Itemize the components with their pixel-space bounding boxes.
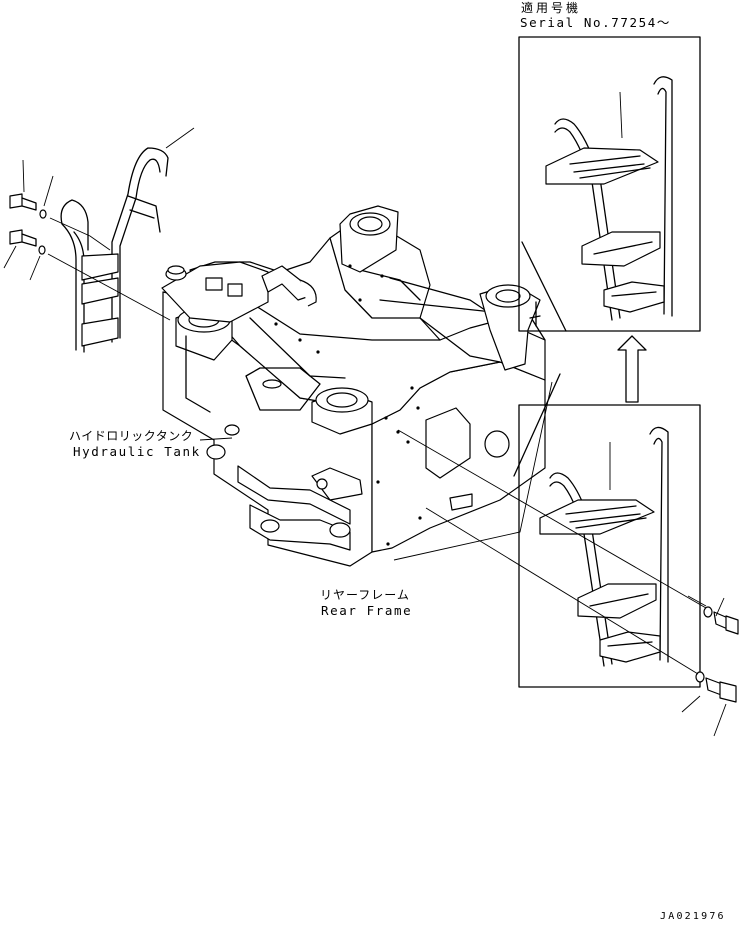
variant-box-bottom <box>518 404 701 688</box>
rear-frame-leader <box>393 381 553 561</box>
frame-bolt-holes <box>274 264 422 546</box>
hydraulic-tank-label-jp: ハイドロリックタンク <box>69 429 194 443</box>
drawing-code: JA021976 <box>660 911 726 922</box>
hydraulic-tank-leader <box>199 437 233 441</box>
variant-arrow <box>617 335 647 403</box>
box-top-diagonal <box>521 241 567 332</box>
rear-frame-label-en: Rear Frame <box>321 603 413 618</box>
rear-frame-drawing <box>161 205 546 567</box>
leader-bolt-upper <box>397 429 707 609</box>
rear-frame-label-jp: リヤーフレーム <box>320 588 410 602</box>
variant-ladder-drawing <box>545 76 673 321</box>
leader-bolt-lower <box>425 507 699 675</box>
serial-label-jp: 適用号機 <box>521 1 582 15</box>
hydraulic-tank-label-en: Hydraulic Tank <box>73 444 201 459</box>
right-bolts <box>681 595 739 737</box>
standard-ladder-drawing <box>539 426 669 667</box>
serial-label-en: Serial No.77254～ <box>520 15 671 30</box>
box-bottom-diagonal <box>513 373 561 477</box>
left-ladder-drawing <box>3 127 195 353</box>
variant-box-top <box>518 36 701 332</box>
